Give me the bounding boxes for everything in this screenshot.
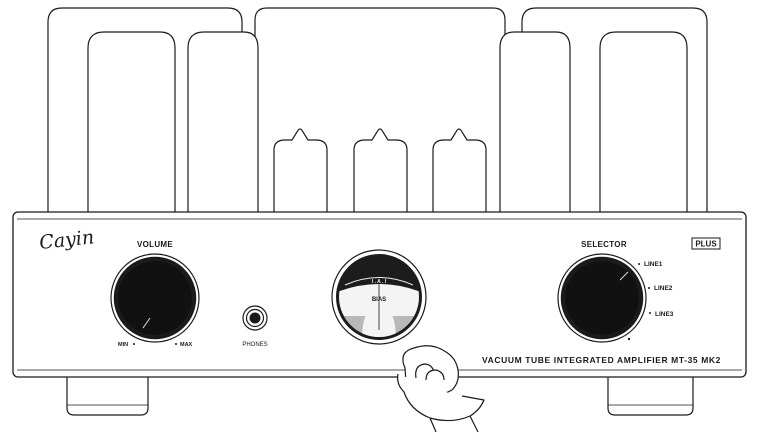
preamp-tube-2 bbox=[353, 128, 408, 212]
power-tube-3 bbox=[499, 31, 571, 212]
meter-scale: I . A . I bbox=[372, 279, 387, 285]
volume-indicator bbox=[142, 317, 151, 329]
meter-bias-label: BIAS bbox=[372, 297, 386, 303]
selector-line3: LINE3 bbox=[655, 311, 674, 318]
selector-line1: LINE1 bbox=[644, 261, 663, 268]
power-tube-4 bbox=[599, 31, 688, 212]
power-tube-1 bbox=[87, 31, 176, 212]
selector-line2: LINE2 bbox=[654, 285, 673, 292]
preamp-tube-1 bbox=[273, 128, 328, 212]
preamp-tube-3 bbox=[432, 128, 487, 212]
volume-max-label: MAX bbox=[180, 342, 193, 348]
hand-wiping-icon bbox=[397, 345, 485, 433]
selector-indicator bbox=[619, 271, 629, 281]
volume-knob[interactable] bbox=[110, 253, 200, 343]
volume-min-label: MIN bbox=[118, 342, 128, 348]
volume-label: VOLUME bbox=[137, 240, 173, 249]
plus-badge-label: PLUS bbox=[695, 240, 717, 249]
selector-label: SELECTOR bbox=[581, 240, 627, 249]
vu-meter-icon bbox=[331, 249, 427, 345]
phones-label: PHONES bbox=[242, 342, 267, 348]
headphone-jack-icon[interactable] bbox=[242, 305, 268, 331]
plus-badge: PLUS bbox=[691, 237, 721, 250]
left-foot bbox=[66, 375, 149, 416]
selector-knob[interactable] bbox=[557, 253, 647, 343]
model-text: VACUUM TUBE INTEGRATED AMPLIFIER MT-35 M… bbox=[482, 355, 721, 365]
power-tube-2 bbox=[187, 31, 259, 212]
right-foot bbox=[607, 375, 694, 416]
